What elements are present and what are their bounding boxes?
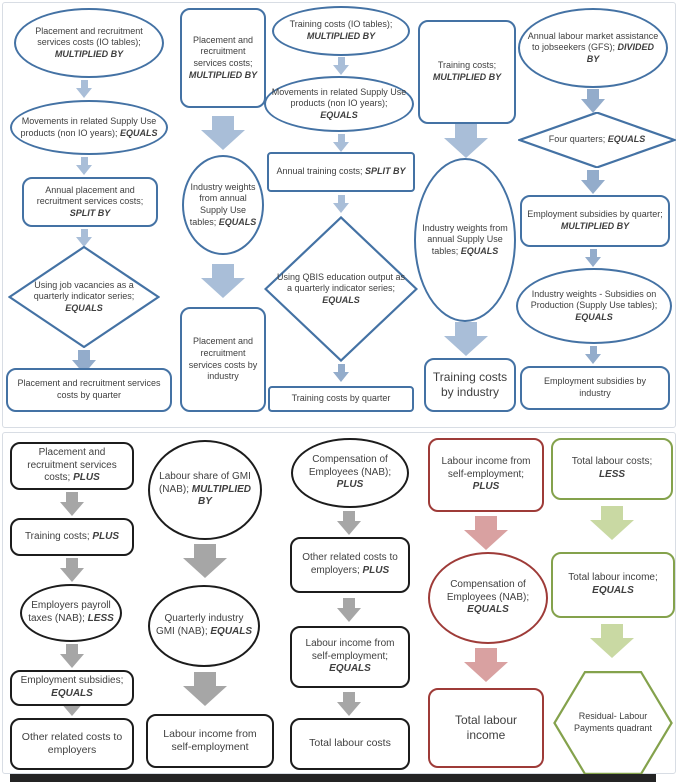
arrow-down-icon [590,506,634,540]
arrow-down-icon [60,492,84,516]
arrow-down-icon [183,672,227,706]
arrow-down-icon [333,134,349,152]
node-movements-supply-use-2: Movements in related Supply Use products… [264,76,414,132]
node-training-costs-io-tables: Training costs (IO tables); MULTIPLIED B… [272,6,410,56]
arrow-down-icon [590,624,634,658]
arrow-down-icon [581,89,605,113]
node-total-labour-income-equals: Total labour income; EQUALS [551,552,675,618]
node-employers-payroll-taxes: Employers payroll taxes (NAB); LESS [20,584,122,642]
node-training-costs-multiplied: Training costs; MULTIPLIED BY [418,20,516,124]
arrow-down-icon [76,157,92,175]
node-employment-subsidies-by-industry: Employment subsidies by industry [520,366,670,410]
arrow-down-icon [337,598,361,622]
node-employment-subsidies-by-quarter: Employment subsidies by quarter; MULTIPL… [520,195,670,247]
node-annual-labour-market-gfs: Annual labour market assistance to jobse… [518,8,668,88]
arrow-down-icon [201,116,245,150]
arrow-down-icon [337,511,361,535]
arrow-down-icon [60,558,84,582]
arrow-down-icon [444,124,488,158]
node-labour-income-self-employment-plus: Labour income from self-employment; PLUS [428,438,544,512]
node-placement-costs-io-tables: Placement and recruitment services costs… [14,8,164,78]
arrow-down-icon [464,516,508,550]
arrow-down-icon [76,229,92,247]
node-compensation-employees-equals: Compensation of Employees (NAB); EQUALS [428,552,548,644]
node-placement-costs-by-quarter: Placement and recruitment services costs… [6,368,172,412]
node-industry-weights-ellipse-2: Industry weights from annual Supply Use … [414,158,516,322]
arrow-down-icon [60,644,84,668]
arrow-down-icon [585,249,601,267]
node-training-costs-by-quarter: Training costs by quarter [268,386,414,412]
node-employment-subsidies-equals: Employment subsidies; EQUALS [10,670,134,706]
node-training-costs-by-industry: Training costs by industry [424,358,516,412]
node-residual-labour-payments-hexagon: Residual- Labour Payments quadrant [552,670,674,776]
node-labour-income-self-employment: Labour income from self-employment [146,714,274,768]
cropped-dark-bar [10,774,656,782]
node-quarterly-industry-gmi: Quarterly industry GMI (NAB); EQUALS [148,585,260,667]
node-training-costs-plus: Training costs; PLUS [10,518,134,556]
node-four-quarters-diamond: Four quarters; EQUALS [518,112,676,168]
node-total-labour-costs-less: Total labour costs; LESS [551,438,673,500]
arrow-down-icon [183,544,227,578]
arrow-down-icon [581,170,605,194]
arrow-down-icon [201,264,245,298]
node-other-related-costs-plus: Other related costs to employers; PLUS [290,537,410,593]
node-annual-placement-costs: Annual placement and recruitment service… [22,177,158,227]
node-qbis-education-diamond: Using QBIS education output as a quarter… [264,216,418,362]
node-movements-supply-use-1: Movements in related Supply Use products… [10,100,168,155]
node-industry-weights-subsidies: Industry weights - Subsidies on Producti… [516,268,672,344]
arrow-down-icon [333,195,349,213]
arrow-down-icon [333,364,349,382]
node-placement-costs-plus: Placement and recruitment services costs… [10,442,134,490]
node-industry-weights-circle-1: Industry weights from annual Supply Use … [182,155,264,255]
arrow-down-icon [76,80,92,98]
arrow-down-icon [444,322,488,356]
node-placement-costs-multiplied: Placement and recruitment services costs… [180,8,266,108]
node-annual-training-costs: Annual training costs; SPLIT BY [267,152,415,192]
node-total-labour-income: Total labour income [428,688,544,768]
node-placement-costs-by-industry: Placement and recruitment services costs… [180,307,266,412]
arrow-down-icon [333,57,349,75]
node-total-labour-costs: Total labour costs [290,718,410,770]
node-compensation-employees-plus: Compensation of Employees (NAB); PLUS [291,438,409,508]
node-labour-share-gmi: Labour share of GMI (NAB); MULTIPLIED BY [148,440,262,540]
arrow-down-icon [337,692,361,716]
node-job-vacancies-diamond: Using job vacancies as a quarterly indic… [8,246,160,348]
arrow-down-icon [585,346,601,364]
arrow-down-icon [464,648,508,682]
node-other-related-costs: Other related costs to employers [10,718,134,770]
node-labour-income-self-employment-equals: Labour income from self-employment; EQUA… [290,626,410,688]
